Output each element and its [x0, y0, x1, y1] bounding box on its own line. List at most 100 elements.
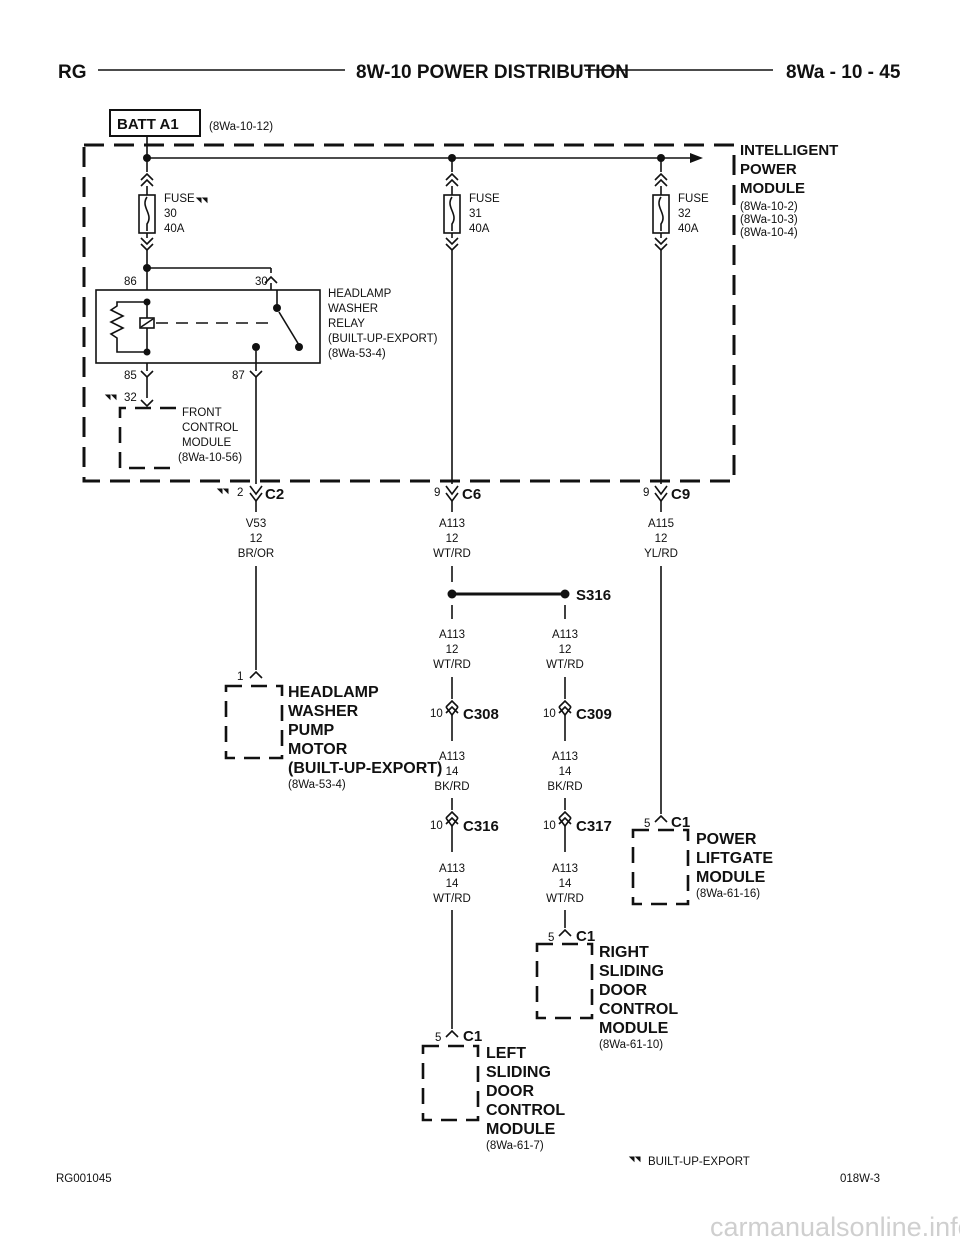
fcm-pin: 32 [124, 392, 137, 404]
left-door-pin: 5 [435, 1032, 441, 1044]
relay-pin-87: 87 [232, 370, 245, 382]
v53-label-3: BR/OR [238, 548, 274, 560]
c308-name: C308 [463, 706, 499, 723]
c309-name: C309 [576, 706, 612, 723]
a113-wt-right-label-3: WT/RD [546, 893, 584, 905]
relay-label-3: RELAY [328, 318, 365, 330]
pump-label-3: PUMP [288, 722, 335, 739]
right-door-boundary [535, 942, 594, 1020]
left-door-connector [445, 1029, 459, 1038]
fcm-label-4: (8Wa-10-56) [178, 452, 242, 464]
a113-bk-left-label-1: A113 [439, 751, 465, 763]
right-door-label-2: SLIDING [599, 963, 664, 980]
fcm-label-1: FRONT [182, 407, 222, 419]
legend-label: BUILT-UP-EXPORT [648, 1156, 750, 1168]
left-door-label-1: LEFT [486, 1045, 526, 1062]
left-door-label-2: SLIDING [486, 1064, 551, 1081]
built-up-export-icon [217, 488, 229, 494]
a115-label-3: YL/RD [644, 548, 678, 560]
left-door-ref: (8Wa-61-7) [486, 1140, 544, 1152]
relay-label-4: (BUILT-UP-EXPORT) [328, 333, 438, 345]
a113-right-label-3: WT/RD [546, 659, 584, 671]
relay-pin-85: 85 [124, 370, 137, 382]
a113-bk-left-label-3: BK/RD [434, 781, 469, 793]
right-door-connector [558, 928, 572, 937]
fcm-connector [140, 399, 154, 408]
c317-name: C317 [576, 818, 612, 835]
bus-arrow-icon [690, 153, 703, 163]
splice-name: S316 [576, 587, 611, 604]
fuse-31-label-2: 31 [469, 208, 482, 220]
v53-label-1: V53 [246, 518, 266, 530]
fuse-31 [443, 158, 461, 484]
connector-c308 [445, 677, 459, 741]
a113-left-label-2: 12 [446, 644, 459, 656]
c308-pin: 10 [430, 708, 443, 720]
ipm-ref-1: (8Wa-10-2) [740, 201, 798, 213]
liftgate-ref: (8Wa-61-16) [696, 888, 760, 900]
headlamp-washer-relay [95, 264, 321, 484]
connector-c6 [445, 485, 459, 512]
a115-label-1: A115 [648, 518, 674, 530]
fuse-31-label-3: 40A [469, 223, 490, 235]
watermark: carmanualsonline.info [710, 1212, 960, 1242]
relay-label-5: (8Wa-53-4) [328, 348, 386, 360]
right-door-label-3: DOOR [599, 982, 647, 999]
footer-left: RG001045 [56, 1173, 112, 1185]
a113-wt-left-label-1: A113 [439, 863, 465, 875]
relay-label-2: WASHER [328, 303, 378, 315]
page-title: 8W-10 POWER DISTRIBUTION [356, 62, 629, 83]
c9-pin: 9 [643, 487, 649, 499]
liftgate-label-1: POWER [696, 831, 757, 848]
a113-bk-left-label-2: 14 [446, 766, 459, 778]
pump-connector [249, 670, 263, 679]
fuse-30 [138, 158, 156, 268]
connector-c309 [558, 677, 572, 741]
pump-pin: 1 [237, 671, 243, 683]
fuse-30-label-1: FUSE [164, 193, 195, 205]
fcm-boundary [118, 406, 176, 470]
a113-c6-label-3: WT/RD [433, 548, 471, 560]
fuse-30-label-3: 40A [164, 223, 185, 235]
fuse-32-label-1: FUSE [678, 193, 709, 205]
right-door-pin: 5 [548, 932, 554, 944]
pump-ref: (8Wa-53-4) [288, 779, 346, 791]
liftgate-label-2: LIFTGATE [696, 850, 773, 867]
pump-boundary [224, 684, 284, 760]
liftgate-conn: C1 [671, 814, 690, 831]
pump-label-5: (BUILT-UP-EXPORT) [288, 760, 442, 777]
liftgate-label-3: MODULE [696, 869, 766, 886]
a113-wt-left-label-3: WT/RD [433, 893, 471, 905]
connector-c316 [445, 798, 459, 852]
pump-label-4: MOTOR [288, 741, 348, 758]
a113-wt-left-label-2: 14 [446, 878, 459, 890]
c316-name: C316 [463, 818, 499, 835]
pump-label-2: WASHER [288, 703, 359, 720]
relay-label-1: HEADLAMP [328, 288, 392, 300]
ipm-ref-3: (8Wa-10-4) [740, 227, 798, 239]
header-right: 8Wa - 10 - 45 [786, 62, 901, 83]
fuse-31-label-1: FUSE [469, 193, 500, 205]
ipm-boundary [82, 143, 736, 483]
liftgate-pin: 5 [644, 818, 650, 830]
fuse-32-label-3: 40A [678, 223, 699, 235]
left-door-label-4: CONTROL [486, 1102, 565, 1119]
batt-label: BATT A1 [117, 116, 179, 133]
pump-label-1: HEADLAMP [288, 684, 379, 701]
liftgate-boundary [631, 828, 690, 906]
relay-pin-86: 86 [124, 276, 137, 288]
ipm-title-3: MODULE [740, 180, 805, 197]
built-up-export-icon [629, 1156, 641, 1162]
fuse-32 [652, 158, 670, 484]
header-left: RG [58, 62, 87, 83]
connector-c317 [558, 798, 572, 852]
fuse-30-label-2: 30 [164, 208, 177, 220]
left-door-boundary [421, 1044, 480, 1122]
a113-wt-right-label-1: A113 [552, 863, 578, 875]
a113-right-label-2: 12 [559, 644, 572, 656]
right-door-conn: C1 [576, 928, 595, 945]
a113-bk-right-label-3: BK/RD [547, 781, 582, 793]
c2-pin: 2 [237, 487, 243, 499]
left-door-label-3: DOOR [486, 1083, 534, 1100]
connector-c2 [249, 485, 263, 512]
